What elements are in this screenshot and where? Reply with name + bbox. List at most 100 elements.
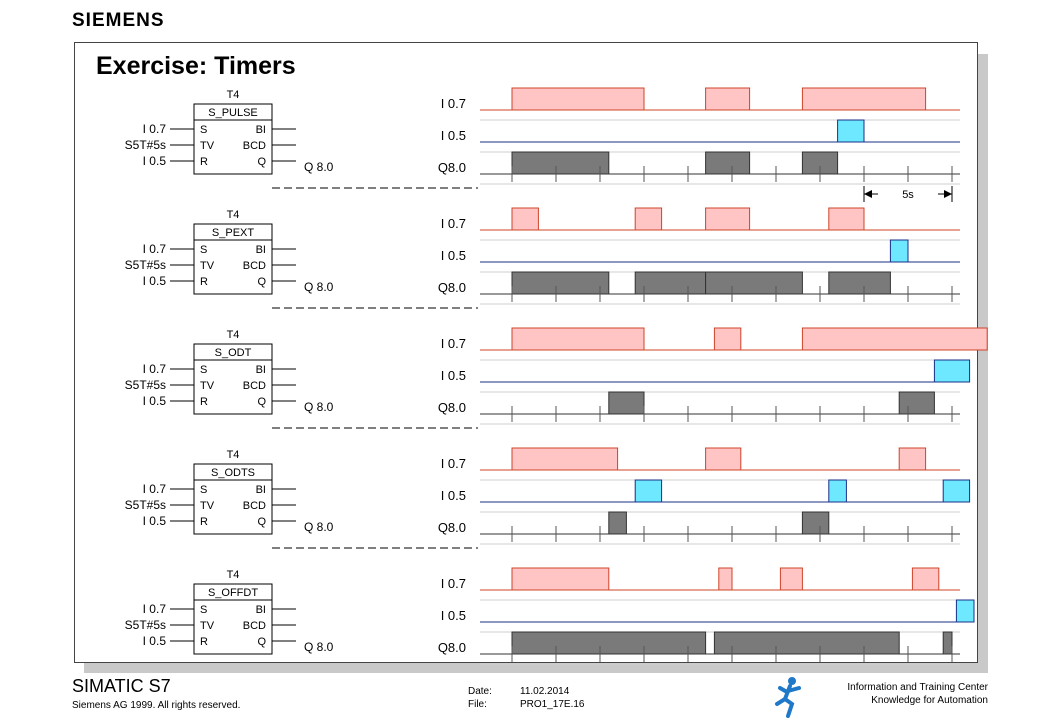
signal-label: I 0.7 (441, 576, 466, 591)
timer-type-label: S_PEXT (212, 227, 254, 239)
signal-label: I 0.5 (441, 248, 466, 263)
signal-label: Q8.0 (438, 400, 466, 415)
duration-arrowhead-right (944, 190, 952, 198)
timer-type-label: S_ODTS (211, 467, 255, 479)
timer-block (193, 583, 273, 655)
block-pin-right: Q (257, 156, 266, 168)
block-pin-right: BCD (243, 380, 266, 392)
input-tv-label: S5T#5s (125, 138, 166, 152)
block-pin-right: BCD (243, 140, 266, 152)
reset-pulse (837, 119, 865, 143)
input-pulse (634, 207, 663, 231)
input-pulse (511, 447, 619, 471)
output-pulse (608, 391, 645, 415)
input-tv-label: S5T#5s (125, 498, 166, 512)
block-pin-left: TV (200, 380, 215, 392)
output-q-label: Q 8.0 (304, 520, 334, 534)
block-pin-left: S (200, 484, 207, 496)
input-pulse (511, 87, 645, 111)
output-q-label: Q 8.0 (304, 280, 334, 294)
block-pin-right: BCD (243, 620, 266, 632)
output-pulse (898, 391, 935, 415)
signal-label: I 0.7 (441, 336, 466, 351)
input-pulse (801, 327, 988, 351)
signal-label: I 0.7 (441, 96, 466, 111)
reset-pulse (828, 479, 847, 503)
signal-label: Q8.0 (438, 640, 466, 655)
reset-pulse (634, 479, 663, 503)
footer-date-label: Date: (468, 686, 492, 697)
signal-label: I 0.5 (441, 608, 466, 623)
input-pulse (779, 567, 803, 591)
block-pin-left: R (200, 156, 208, 168)
input-pulse (705, 447, 742, 471)
block-pin-right: BCD (243, 260, 266, 272)
footer-center-line2: Knowledge for Automation (871, 695, 988, 706)
slide-title: Exercise: Timers (96, 52, 296, 80)
input-s-label: I 0.7 (143, 482, 167, 496)
signal-label: I 0.5 (441, 488, 466, 503)
signal-label: I 0.5 (441, 368, 466, 383)
duration-arrowhead-left (864, 190, 872, 198)
block-pin-left: TV (200, 260, 215, 272)
output-pulse (705, 151, 751, 175)
input-pulse (718, 567, 733, 591)
reset-pulse (955, 599, 975, 623)
output-pulse (828, 271, 891, 295)
input-pulse (511, 327, 645, 351)
block-pin-left: R (200, 396, 208, 408)
block-pin-left: S (200, 124, 207, 136)
signal-label: Q8.0 (438, 520, 466, 535)
block-pin-right: BI (256, 364, 266, 376)
output-q-label: Q 8.0 (304, 160, 334, 174)
block-pin-right: BI (256, 484, 266, 496)
timer-type-label: S_ODT (215, 347, 252, 359)
output-pulse (511, 271, 610, 295)
signal-label: I 0.7 (441, 456, 466, 471)
input-pulse (713, 327, 742, 351)
block-pin-left: S (200, 604, 207, 616)
block-pin-right: BCD (243, 500, 266, 512)
output-pulse (608, 511, 627, 535)
block-pin-right: Q (257, 636, 266, 648)
footer-copyright: Siemens AG 1999. All rights reserved. (72, 700, 241, 711)
block-pin-left: R (200, 636, 208, 648)
timer-block (193, 463, 273, 535)
block-pin-right: BI (256, 124, 266, 136)
timer-id-label: T4 (227, 209, 240, 221)
input-pulse (705, 87, 751, 111)
block-pin-left: TV (200, 500, 215, 512)
reset-pulse (889, 239, 909, 263)
output-q-label: Q 8.0 (304, 400, 334, 414)
input-tv-label: S5T#5s (125, 258, 166, 272)
output-pulse (713, 631, 900, 655)
signal-label: I 0.7 (441, 216, 466, 231)
footer-file-value: PRO1_17E.16 (520, 699, 585, 710)
input-tv-label: S5T#5s (125, 378, 166, 392)
input-pulse (705, 207, 751, 231)
timer-block (193, 343, 273, 415)
output-pulse (511, 151, 610, 175)
input-pulse (828, 207, 865, 231)
block-pin-right: Q (257, 516, 266, 528)
block-pin-left: TV (200, 620, 215, 632)
input-pulse (898, 447, 927, 471)
input-pulse (511, 207, 539, 231)
input-r-label: I 0.5 (143, 634, 167, 648)
output-pulse (511, 631, 707, 655)
output-pulse (942, 631, 953, 655)
block-pin-left: S (200, 364, 207, 376)
input-r-label: I 0.5 (143, 394, 167, 408)
block-pin-right: BI (256, 244, 266, 256)
input-s-label: I 0.7 (143, 602, 167, 616)
input-s-label: I 0.7 (143, 122, 167, 136)
input-s-label: I 0.7 (143, 242, 167, 256)
timer-id-label: T4 (227, 89, 240, 101)
input-tv-label: S5T#5s (125, 618, 166, 632)
reset-pulse (942, 479, 971, 503)
output-pulse (705, 271, 803, 295)
block-pin-left: S (200, 244, 207, 256)
signal-label: Q8.0 (438, 280, 466, 295)
running-figure-icon (775, 677, 801, 718)
